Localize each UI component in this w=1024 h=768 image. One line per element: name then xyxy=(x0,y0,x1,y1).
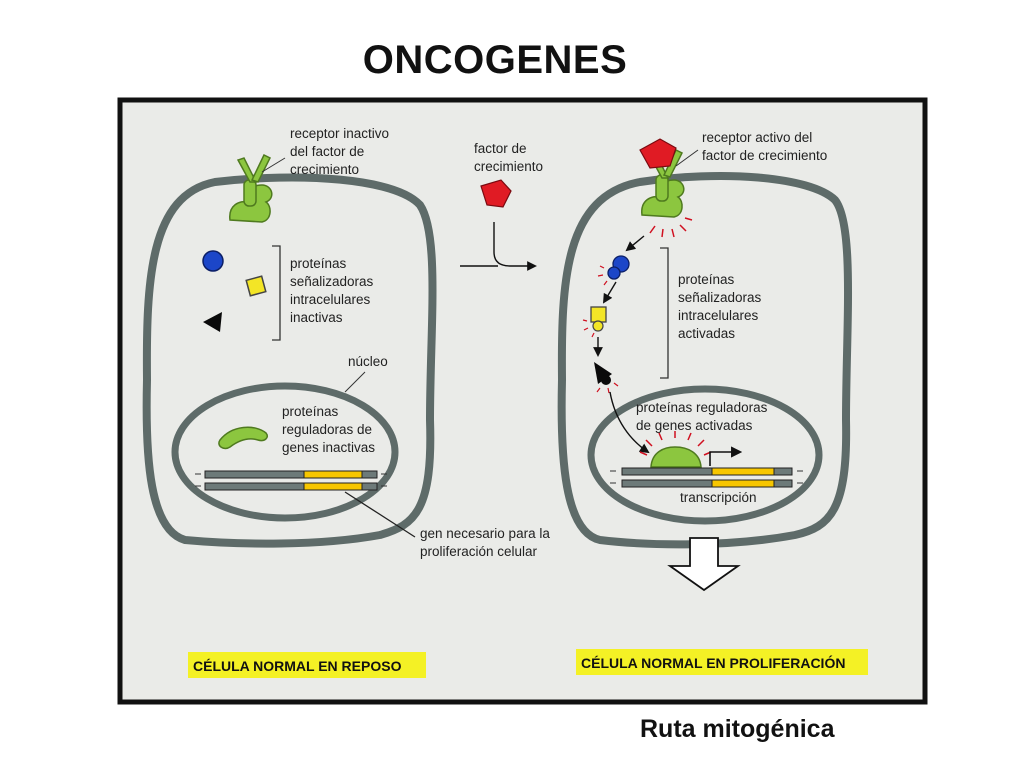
right-signaling-label: proteínas señalizadoras intracelulares a… xyxy=(678,272,765,341)
right-cell-membrane xyxy=(557,172,852,549)
right-regulatory-label: proteínas reguladoras de genes activadas xyxy=(636,400,771,433)
binding-arrow xyxy=(493,222,537,271)
inactive-regulatory-protein-icon xyxy=(218,426,269,450)
left-signaling-label: proteínas señalizadoras intracelulares i… xyxy=(290,256,377,325)
growth-factor-label: factor de crecimiento xyxy=(474,141,543,174)
growth-factor-icon xyxy=(480,179,512,208)
active-black-protein-icon xyxy=(594,362,619,394)
left-state-label: CÉLULA NORMAL EN REPOSO xyxy=(193,658,402,674)
caption: Ruta mitogénica xyxy=(640,715,835,743)
inactive-yellow-protein-icon xyxy=(245,275,267,297)
cascade-arrow-2 xyxy=(602,281,617,304)
active-regulatory-protein-icon xyxy=(650,446,702,468)
regulatory-activation-glow-icon xyxy=(639,431,712,456)
left-signaling-bracket xyxy=(272,245,281,341)
left-nucleus-membrane xyxy=(171,382,399,522)
right-state-highlight xyxy=(576,649,868,675)
receptor-label-leader xyxy=(261,157,286,173)
inactive-black-protein-icon xyxy=(203,312,222,332)
active-yellow-protein-icon xyxy=(582,306,607,338)
gene-label-leader xyxy=(344,491,416,538)
cascade-arrow-1 xyxy=(625,235,645,252)
nucleus-label-leader xyxy=(344,371,366,393)
right-nucleus-membrane xyxy=(587,385,823,525)
page-title: ONCOGENES xyxy=(362,38,628,82)
diagram-panel xyxy=(117,97,928,705)
nucleus-label: núcleo xyxy=(348,354,388,369)
inactive-receptor-icon xyxy=(229,153,273,223)
transcription-label: transcripción xyxy=(680,490,757,505)
left-state-highlight xyxy=(188,652,426,678)
right-receptor-label: receptor activo del factor de crecimient… xyxy=(702,130,827,163)
proliferation-arrow-icon xyxy=(667,537,741,592)
gene-label: gen necesario para la proliferación celu… xyxy=(420,526,554,559)
left-regulatory-label: proteínas reguladoras de genes inactivas xyxy=(282,404,376,455)
cascade-arrow-4 xyxy=(609,391,650,454)
active-blue-protein-icon xyxy=(597,255,630,286)
left-cell-membrane xyxy=(142,173,437,548)
receptor-activation-glow-icon xyxy=(649,217,693,238)
right-state-label: CÉLULA NORMAL EN PROLIFERACIÓN xyxy=(581,654,845,671)
right-signaling-bracket xyxy=(660,247,669,379)
bound-growth-factor-icon xyxy=(639,138,677,169)
transcription-start-arrow xyxy=(709,446,743,466)
right-dna-strands xyxy=(610,467,803,488)
inactive-blue-protein-icon xyxy=(202,250,224,272)
left-dna-strands xyxy=(195,470,387,491)
left-receptor-label: receptor inactivo del factor de crecimie… xyxy=(290,126,393,177)
active-receptor-label-leader xyxy=(675,149,699,167)
